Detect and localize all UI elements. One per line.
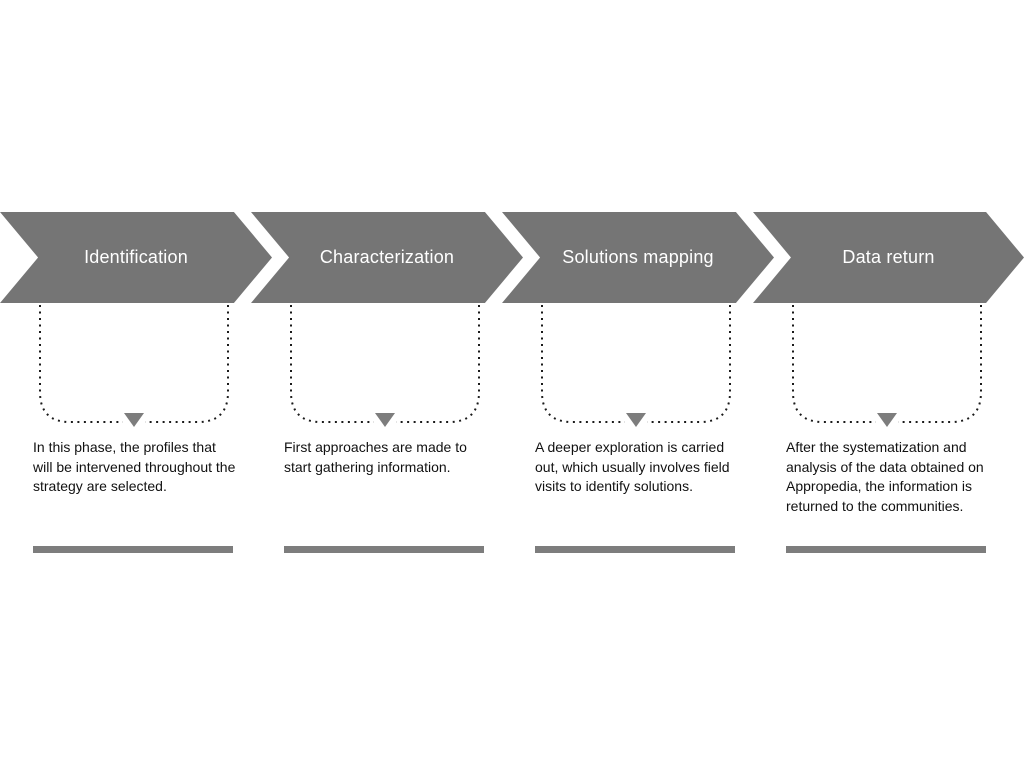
step-title: Characterization [319, 247, 455, 267]
chevron-step: Characterization [251, 212, 523, 303]
chevron-step: Data return [753, 212, 1024, 303]
step-column-identification: Identification In this phase, the profil… [0, 0, 272, 768]
underline-bar [786, 546, 986, 553]
step-description: First approaches are made to start gathe… [284, 439, 467, 475]
arrow-down-icon [124, 413, 144, 427]
underline-bar [33, 546, 233, 553]
dotted-connector [290, 305, 480, 427]
arrow-down-icon [375, 413, 395, 427]
step-column-characterization: Characterization First approaches are ma… [251, 0, 523, 768]
chevron-step: Identification [0, 212, 272, 303]
arrow-down-icon [626, 413, 646, 427]
step-description: A deeper exploration is carried out, whi… [535, 439, 730, 494]
underline-bar [535, 546, 735, 553]
dotted-connector [792, 305, 982, 427]
step-title: Data return [842, 247, 935, 267]
underline-bar [284, 546, 484, 553]
chevron-step: Solutions mapping [502, 212, 774, 303]
step-title: Solutions mapping [562, 247, 714, 267]
step-description: In this phase, the profiles that will be… [33, 439, 236, 494]
step-column-solutions-mapping: Solutions mapping A deeper exploration i… [502, 0, 774, 768]
dotted-connector [541, 305, 731, 427]
step-title: Identification [84, 247, 188, 267]
step-column-data-return: Data return After the systematization an… [753, 0, 1024, 768]
arrow-down-icon [877, 413, 897, 427]
dotted-connector [39, 305, 229, 427]
step-description: After the systematization and analysis o… [786, 439, 984, 514]
